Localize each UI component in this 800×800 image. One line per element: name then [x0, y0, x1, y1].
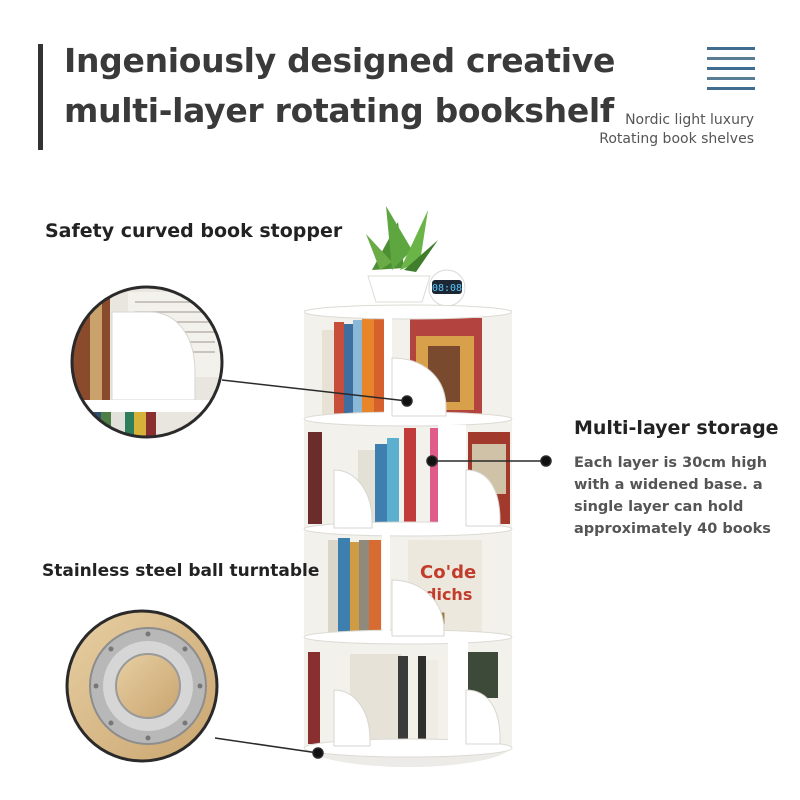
subtitle: Nordic light luxury Rotating book shelve… — [599, 111, 754, 149]
title-line-2: multi-layer rotating bookshelf — [64, 91, 614, 130]
title-accent-bar — [38, 44, 43, 150]
menu-icon — [707, 47, 755, 91]
subtitle-line-2: Rotating book shelves — [599, 131, 754, 147]
svg-text:Co'de: Co'de — [420, 562, 476, 583]
clock-time: 08:08 — [432, 283, 462, 294]
svg-text:dichs: dichs — [425, 585, 472, 604]
callout-storage: Multi-layer storage — [574, 417, 779, 439]
bookshelf: Co'de dichs M — [303, 304, 513, 767]
callout-turntable: Stainless steel ball turntable — [42, 561, 320, 581]
subtitle-line-1: Nordic light luxury — [625, 112, 754, 128]
plant — [366, 206, 438, 303]
leader-lines — [214, 379, 552, 759]
turntable-zoom-circle — [67, 611, 217, 761]
page-title: Ingeniously designed creative multi-laye… — [64, 36, 615, 136]
callout-storage-description: Each layer is 30cm high with a widened b… — [574, 455, 771, 537]
callout-stopper: Safety curved book stopper — [45, 220, 343, 242]
title-line-1: Ingeniously designed creative — [64, 41, 616, 80]
clock: 08:08 — [428, 269, 466, 307]
